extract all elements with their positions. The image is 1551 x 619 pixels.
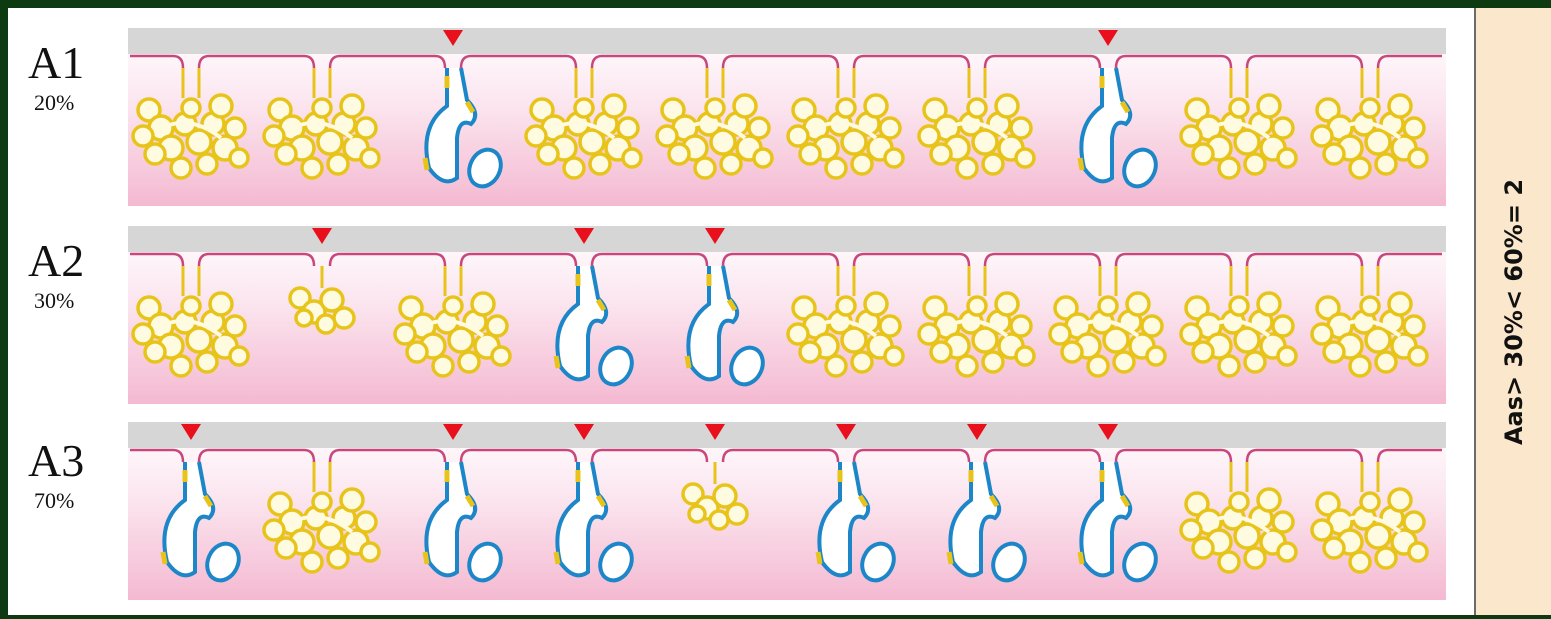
- row-code: A1: [28, 40, 84, 86]
- gland-row: [128, 422, 1446, 600]
- row-label-a3: A3 70%: [28, 438, 84, 512]
- row-code: A3: [28, 438, 84, 484]
- side-annotation-text: Aas> 30%< 60%= 2: [1500, 178, 1528, 444]
- row-percent: 70%: [34, 490, 84, 512]
- row-code: A2: [28, 238, 84, 284]
- row-label-a2: A2 30%: [28, 238, 84, 312]
- side-annotation-panel: Aas> 30%< 60%= 2: [1474, 8, 1551, 615]
- gland-row: [128, 226, 1446, 404]
- row-percent: 30%: [34, 290, 84, 312]
- diagram-frame: A1 20% A2 30% A3 70% Aas> 30%< 60%= 2: [8, 8, 1551, 615]
- gland-diagram: [8, 8, 1474, 615]
- row-label-a1: A1 20%: [28, 40, 84, 114]
- gland-row: [128, 28, 1446, 206]
- row-percent: 20%: [34, 92, 84, 114]
